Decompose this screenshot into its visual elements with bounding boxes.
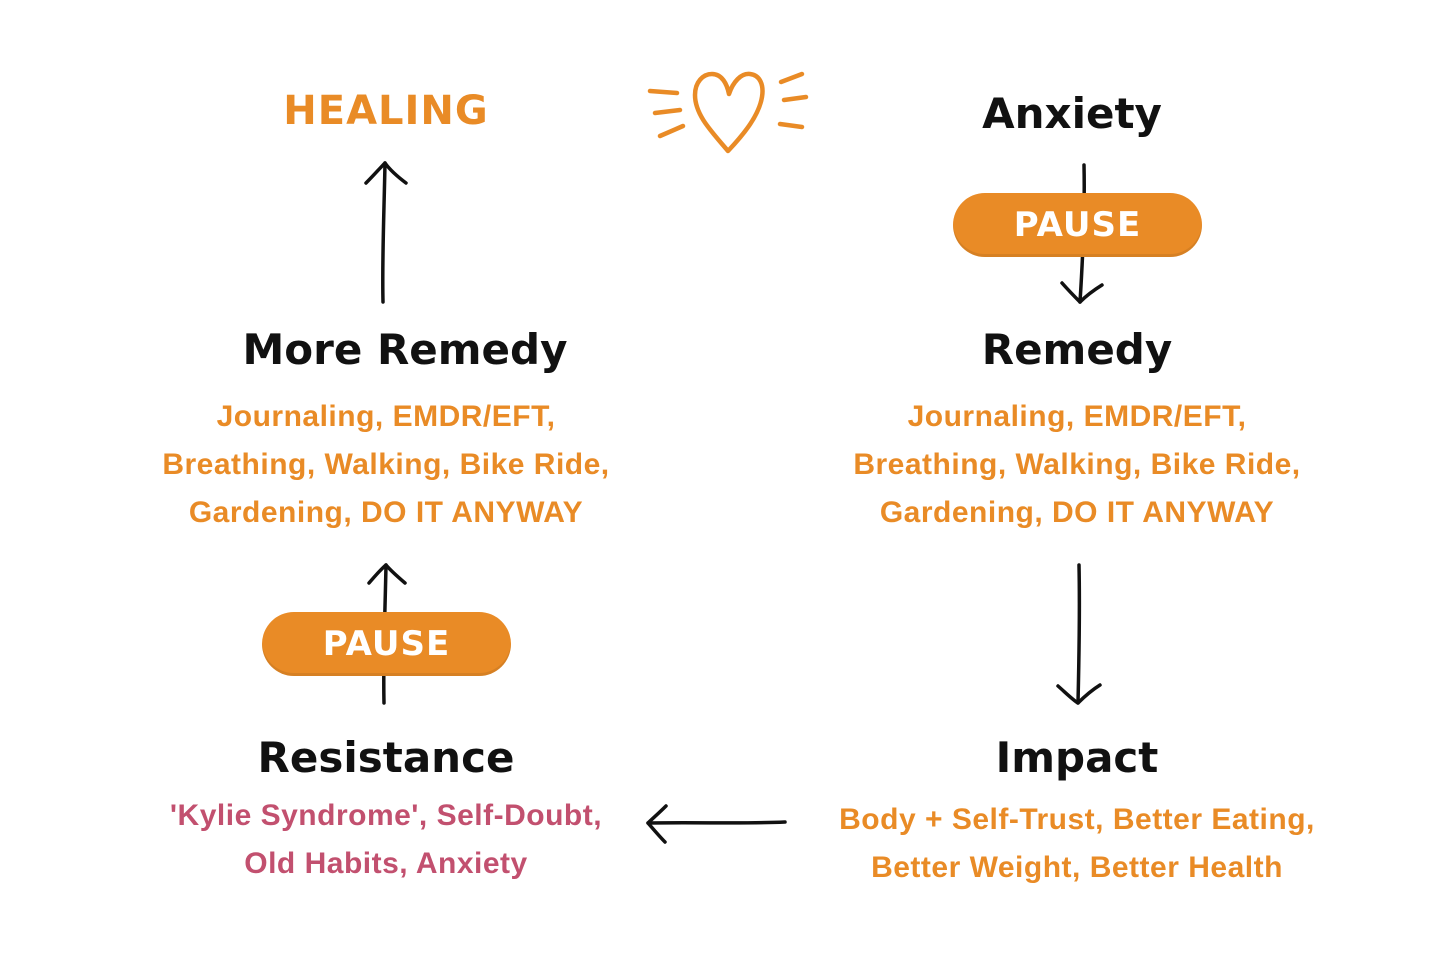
pause-bottom-pill: PAUSE xyxy=(262,612,511,676)
impact-line: Better Weight, Better Health xyxy=(871,851,1283,884)
more-remedy-line: Breathing, Walking, Bike Ride, xyxy=(162,448,610,481)
remedy-title: Remedy xyxy=(981,325,1173,374)
remedy-line: Journaling, EMDR/EFT, xyxy=(907,400,1247,433)
resistance-line: 'Kylie Syndrome', Self-Doubt, xyxy=(169,799,603,832)
more-remedy-line: Gardening, DO IT ANYWAY xyxy=(188,496,584,529)
impact-line: Body + Self-Trust, Better Eating, xyxy=(839,803,1315,836)
remedy-line: Gardening, DO IT ANYWAY xyxy=(879,496,1275,529)
resistance-title: Resistance xyxy=(257,733,515,782)
impact-title: Impact xyxy=(995,733,1159,782)
arrow-more-remedy-to-healing xyxy=(364,161,408,304)
heart-with-rays-icon xyxy=(647,71,809,154)
arrow-remedy-to-impact xyxy=(1056,563,1102,705)
arrow-impact-to-resistance xyxy=(646,804,787,844)
remedy-line: Breathing, Walking, Bike Ride, xyxy=(853,448,1301,481)
pause-top-label: PAUSE xyxy=(1013,205,1142,245)
pause-bottom-label: PAUSE xyxy=(322,624,451,664)
more-remedy-line: Journaling, EMDR/EFT, xyxy=(216,400,556,433)
remedy-description: Journaling, EMDR/EFT, Breathing, Walking… xyxy=(777,393,1377,537)
more-remedy-title: More Remedy xyxy=(242,325,568,374)
healing-title: HEALING xyxy=(283,88,489,134)
more-remedy-description: Journaling, EMDR/EFT, Breathing, Walking… xyxy=(86,393,686,537)
impact-description: Body + Self-Trust, Better Eating, Better… xyxy=(777,796,1377,892)
resistance-description: 'Kylie Syndrome', Self-Doubt, Old Habits… xyxy=(86,792,686,888)
resistance-line: Old Habits, Anxiety xyxy=(244,847,528,880)
anxiety-title: Anxiety xyxy=(982,89,1162,138)
pause-top-pill: PAUSE xyxy=(953,193,1202,257)
